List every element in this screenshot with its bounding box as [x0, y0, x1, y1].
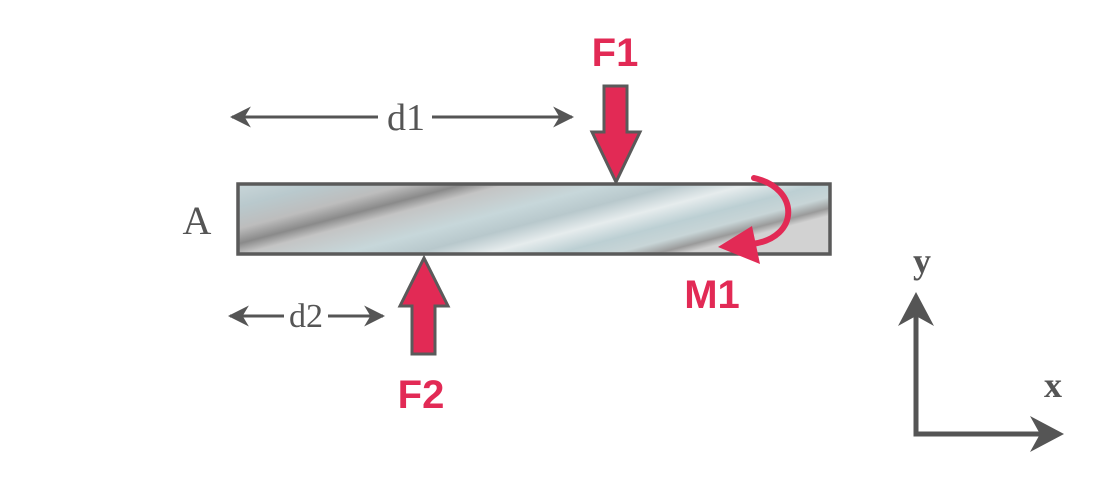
force-f2: F2	[397, 254, 451, 417]
force-f1-label: F1	[592, 31, 639, 75]
moment-m1: M1	[684, 175, 792, 317]
coordinate-axes: y x	[898, 241, 1064, 452]
dimension-d2: d2	[227, 298, 386, 335]
force-f2-label: F2	[398, 373, 445, 417]
dimension-d1-label: d1	[387, 97, 425, 139]
x-axis-arrowhead	[1030, 416, 1064, 452]
moment-m1-arrowhead	[718, 226, 760, 264]
point-a-label: A	[183, 198, 212, 243]
moment-m1-label: M1	[684, 273, 740, 317]
dimension-d2-label: d2	[289, 298, 323, 335]
force-f1: F1	[589, 31, 643, 186]
x-axis-label: x	[1044, 365, 1062, 405]
force-f1-arrow	[589, 84, 643, 186]
beam	[236, 182, 832, 256]
y-axis-label: y	[913, 241, 931, 281]
axes-lines	[913, 314, 1046, 437]
dimension-d1: d1	[229, 97, 575, 139]
moment-m1-arc	[749, 175, 792, 247]
force-f2-arrow	[397, 254, 451, 356]
y-axis-arrowhead	[898, 292, 934, 326]
